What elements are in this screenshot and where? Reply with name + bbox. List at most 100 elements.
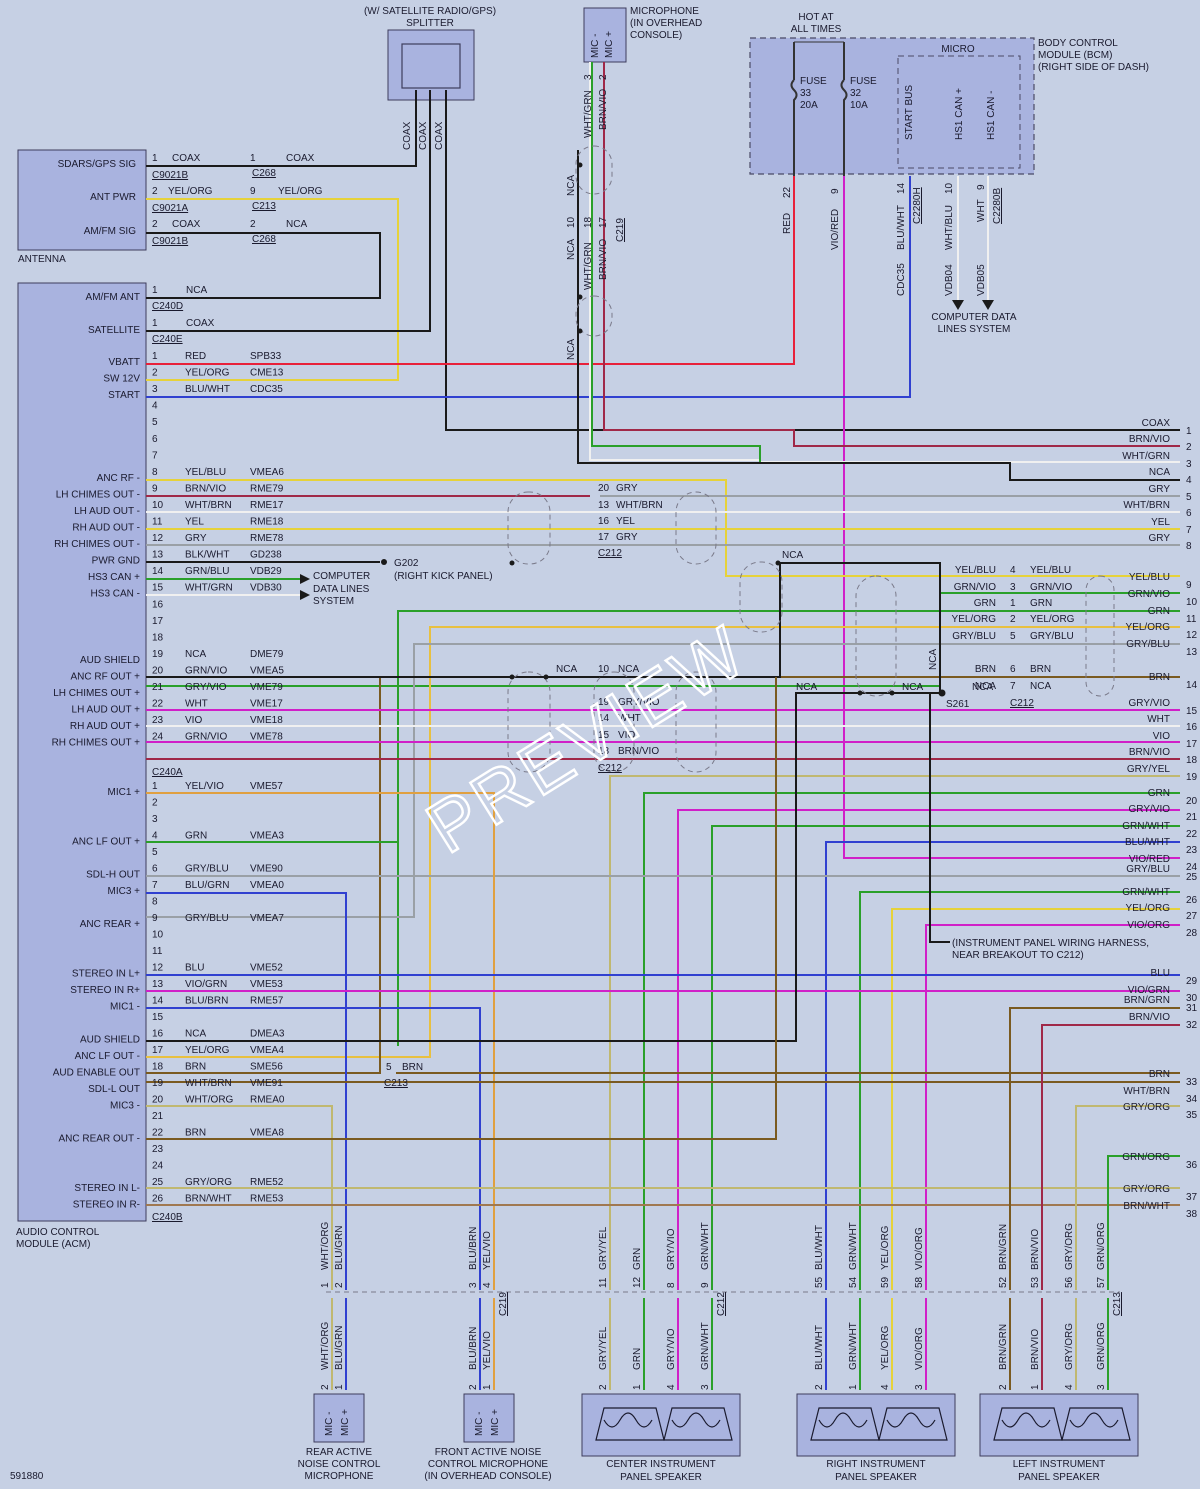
c240a-label-20: ANC RF OUT + <box>70 671 140 682</box>
ant-r1-pin: 1 <box>152 153 158 164</box>
c240a-wire-9: BRN/VIO <box>185 483 226 494</box>
right-edge-wire-28: VIO/ORG <box>1127 920 1170 931</box>
fuse32-number: 32 <box>850 88 862 99</box>
fuse33-rating: 20A <box>800 100 818 111</box>
c240a-label-1: VBATT <box>109 357 140 368</box>
bcm-wire-whtblu: WHT/BLU <box>944 205 955 250</box>
ground-g202 <box>381 559 387 565</box>
c240a-label-22: LH AUD OUT + <box>72 705 141 716</box>
c240a-pin-18: 18 <box>152 632 164 643</box>
c240b-label-14: MIC1 - <box>110 1002 140 1013</box>
c240a-label-3: START <box>108 390 140 401</box>
nca-label-6: NCA <box>902 682 923 693</box>
wire-gryorg-35 <box>1075 1105 1180 1290</box>
left-speaker-label-1: LEFT INSTRUMENT <box>1013 1459 1106 1470</box>
bcm-wire-wht: WHT <box>976 199 987 222</box>
bottom-g1-pin-4: 4 <box>482 1282 493 1288</box>
mic-top-pin3: 3 <box>583 74 594 80</box>
bottom-g4-pin-52: 52 <box>998 1276 1009 1288</box>
fuse33-symbol <box>790 42 798 176</box>
acm-amfm-wire: NCA <box>186 285 207 296</box>
c240b-wire-17: YEL/ORG <box>185 1045 230 1056</box>
right-edge-num-28: 28 <box>1186 928 1198 939</box>
acm-c240d: C240D <box>152 301 183 312</box>
microphone-label-3: CONSOLE) <box>630 30 682 41</box>
c213-brn-pin: 5 <box>386 1062 392 1073</box>
mic-c219-pin10: 10 <box>566 216 577 228</box>
right-edge-num-36: 36 <box>1186 1160 1198 1171</box>
body-control-module: HOT AT ALL TIMES MICRO BODY CONTROL MODU… <box>749 12 1149 176</box>
splice-s261 <box>938 689 946 697</box>
right-edge-wire-16: WHT <box>1147 714 1170 725</box>
bottom-g0-bpin-2: 2 <box>320 1384 331 1390</box>
bottom-g4-wire-57: GRN/ORG <box>1096 1222 1107 1270</box>
wire-grn-11 <box>397 610 1180 1046</box>
bottom-g4-conn: C213 <box>1112 1292 1123 1316</box>
c240b-pin-26: 26 <box>152 1194 164 1205</box>
c240b-wire-26: BRN/WHT <box>185 1194 232 1205</box>
right-edge-wire-17: VIO <box>1153 731 1170 742</box>
splice-dot-h <box>577 294 583 300</box>
bottom-g3-wire-58: VIO/ORG <box>914 1227 925 1270</box>
hot-at-label-1: HOT AT <box>798 12 833 23</box>
rear-mic-label-3: MICROPHONE <box>305 1471 374 1482</box>
bottom-g4-bwire-1: BRN/VIO <box>1030 1329 1041 1370</box>
wire-grnwht-26 <box>859 891 1180 1290</box>
c212a-wire20: GRY <box>616 483 638 494</box>
c240a-pin-4: 4 <box>152 401 158 412</box>
bottom-g0-pin-2: 2 <box>334 1282 345 1288</box>
splitter-inner <box>401 43 461 89</box>
c240a-wire-23: VIO <box>185 715 202 726</box>
ant-r1-wire: COAX <box>172 153 201 164</box>
c240a-wire-22: WHT <box>185 699 208 710</box>
c240a-pin-15: 15 <box>152 583 164 594</box>
splitter-label-2: SPLITTER <box>406 18 454 29</box>
cdl2-label-1: COMPUTER <box>313 571 370 582</box>
wire-brnvio-32 <box>1041 1024 1180 1290</box>
c240a-pin-16: 16 <box>152 599 164 610</box>
c212-mid-b: NCA 10 NCA 19 GRY/VIO 14 WHT 15 VIO 18 B… <box>556 664 660 774</box>
wire-nca-4 <box>577 150 1180 481</box>
c240a-pin-10: 10 <box>152 500 164 511</box>
wire-brngrn-31 <box>1009 1007 1180 1290</box>
splitter-label-1: (W/ SATELLITE RADIO/GPS) <box>364 6 496 17</box>
right-edge-num-22: 22 <box>1186 829 1198 840</box>
right-edge-wire-36: GRN/ORG <box>1122 1152 1170 1163</box>
splice-dot-i <box>577 162 583 168</box>
c240a-label-12: RH CHIMES OUT - <box>54 539 140 550</box>
cable-c212-d <box>855 575 897 697</box>
cdl-label-1: COMPUTER DATA <box>931 312 1017 323</box>
c240b-pin-24: 24 <box>152 1161 164 1172</box>
c212r-left-2: YEL/ORG <box>952 614 997 625</box>
bottom-g4-wire-53: BRN/VIO <box>1030 1229 1041 1270</box>
bottom-g4-bpin-2: 2 <box>998 1384 1009 1390</box>
ant-r3-wire2: NCA <box>286 219 307 230</box>
bottom-g4-bpin-4: 4 <box>1064 1384 1075 1390</box>
cable-c212-f <box>507 671 551 773</box>
right-edge-num-35: 35 <box>1186 1110 1198 1121</box>
c240b-label-25: STEREO IN L- <box>74 1183 140 1194</box>
harness-note-2: NEAR BREAKOUT TO C212) <box>952 950 1084 961</box>
arrow-vdb04 <box>952 300 964 310</box>
c240a-circuit-3: CDC35 <box>250 384 283 395</box>
ant-r2-conn2: C213 <box>252 201 276 212</box>
nca-label-1: NCA <box>566 175 577 196</box>
right-edge-num-9: 9 <box>1186 580 1192 591</box>
c240a-circuit-8: VMEA6 <box>250 467 284 478</box>
bottom-g2-pin-9: 9 <box>700 1282 711 1288</box>
bottom-g4-pin-53: 53 <box>1030 1276 1041 1288</box>
c240b-label-17: ANC LF OUT - <box>75 1051 140 1062</box>
cable-c212-b <box>675 491 717 565</box>
c240a-pin-12: 12 <box>152 533 164 544</box>
bottom-g3-pin-54: 54 <box>848 1276 859 1288</box>
right-edge-wire-14: BRN <box>1149 672 1170 683</box>
c240b-pin-12: 12 <box>152 963 164 974</box>
c212a-wire16: YEL <box>616 516 635 527</box>
c240b-circuit-26: RME53 <box>250 1194 284 1205</box>
c240a-pin-14: 14 <box>152 566 164 577</box>
coax-label-2: COAX <box>418 121 429 150</box>
c240b-pin-16: 16 <box>152 1029 164 1040</box>
bottom-g3-bwire-3: VIO/ORG <box>914 1327 925 1370</box>
